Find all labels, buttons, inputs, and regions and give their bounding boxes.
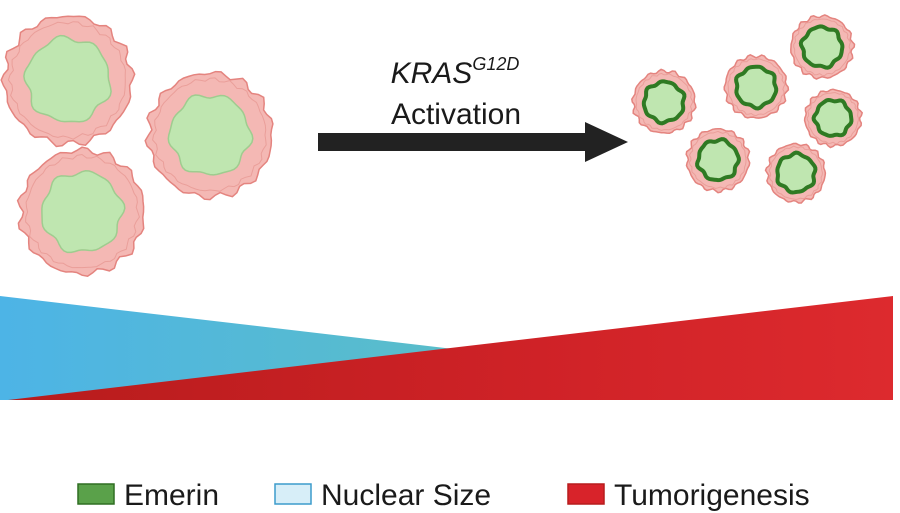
legend-label-emerin: Emerin bbox=[124, 479, 219, 512]
kras-activation-arrow bbox=[318, 122, 628, 162]
legend-swatch-emerin bbox=[77, 483, 115, 505]
small-cell bbox=[790, 14, 856, 80]
nucleus bbox=[23, 34, 112, 123]
cytoplasm-texture bbox=[152, 77, 267, 192]
cytoplasm-texture bbox=[25, 153, 140, 269]
arrow-shaft bbox=[318, 133, 596, 151]
trend-wedges bbox=[0, 296, 893, 400]
legend-label-tumorigenesis: Tumorigenesis bbox=[614, 479, 810, 512]
legend-item-nuclear-size: Nuclear Size bbox=[274, 479, 491, 512]
nucleus bbox=[41, 170, 126, 254]
large-cell bbox=[16, 146, 145, 277]
tumorigenesis-wedge bbox=[8, 296, 893, 400]
small-cell bbox=[764, 142, 827, 204]
small-cell bbox=[685, 128, 751, 194]
legend-swatch-nuclear-size bbox=[274, 483, 312, 505]
small-cell bbox=[723, 53, 790, 119]
nucleus bbox=[167, 94, 254, 176]
nucleus bbox=[798, 24, 845, 70]
nucleus bbox=[695, 137, 741, 183]
cytoplasm-texture bbox=[688, 130, 747, 190]
legend-label-nuclear-size: Nuclear Size bbox=[321, 479, 491, 512]
nucleus bbox=[641, 79, 687, 126]
cytoplasm-texture bbox=[727, 58, 786, 117]
arrow-head bbox=[585, 122, 628, 162]
small-cells-group bbox=[631, 14, 864, 204]
arrow-gene-label: KRASG12D bbox=[391, 54, 520, 90]
cytoplasm-texture bbox=[768, 145, 824, 201]
legend-swatch-tumorigenesis bbox=[567, 483, 605, 505]
nucleus bbox=[775, 150, 818, 195]
cytoplasm-texture bbox=[793, 18, 852, 77]
legend-item-emerin: Emerin bbox=[77, 479, 219, 512]
legend-item-tumorigenesis: Tumorigenesis bbox=[567, 479, 810, 512]
small-cell bbox=[803, 88, 864, 149]
arrow-action-label: Activation bbox=[391, 98, 521, 131]
gene-mutation-superscript: G12D bbox=[472, 54, 519, 74]
small-cell bbox=[631, 68, 697, 135]
cytoplasm-texture bbox=[635, 72, 694, 131]
gene-name: KRAS bbox=[391, 57, 473, 90]
legend: Emerin Nuclear Size Tumorigenesis bbox=[77, 479, 810, 512]
cytoplasm-texture bbox=[7, 21, 126, 140]
large-cell bbox=[144, 70, 274, 201]
large-cells-group bbox=[0, 15, 274, 277]
nucleus bbox=[734, 64, 779, 111]
large-cell bbox=[0, 15, 136, 148]
nucleus bbox=[811, 97, 854, 138]
cytoplasm-texture bbox=[806, 91, 859, 145]
